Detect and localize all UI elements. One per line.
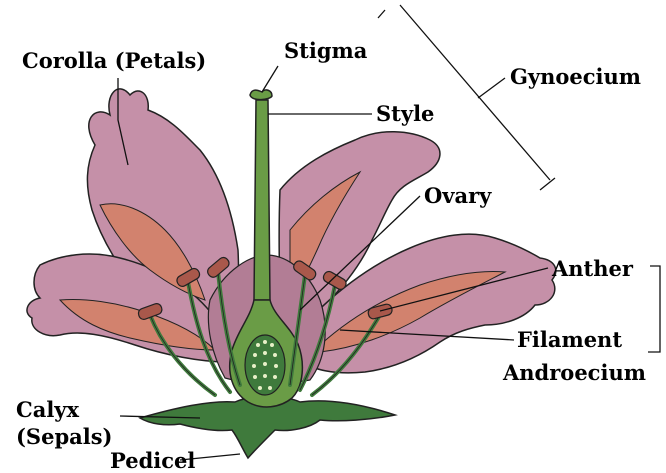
leader-stigma xyxy=(262,66,278,92)
label-sepals: (Sepals) xyxy=(16,426,113,447)
label-style: Style xyxy=(376,103,434,124)
label-corolla: Corolla (Petals) xyxy=(22,50,206,71)
label-anther: Anther xyxy=(552,258,633,279)
leader-gynoecium xyxy=(478,78,505,98)
label-androecium: Androecium xyxy=(503,362,646,383)
label-gynoecium: Gynoecium xyxy=(510,66,641,87)
label-filament: Filament xyxy=(517,329,622,350)
bracket-androecium xyxy=(648,266,660,352)
style xyxy=(254,100,270,300)
label-pedicel: Pedicel xyxy=(110,450,195,471)
label-ovary: Ovary xyxy=(424,185,491,206)
label-stigma: Stigma xyxy=(284,40,367,61)
label-calyx: Calyx xyxy=(16,399,79,420)
stigma xyxy=(250,90,272,100)
